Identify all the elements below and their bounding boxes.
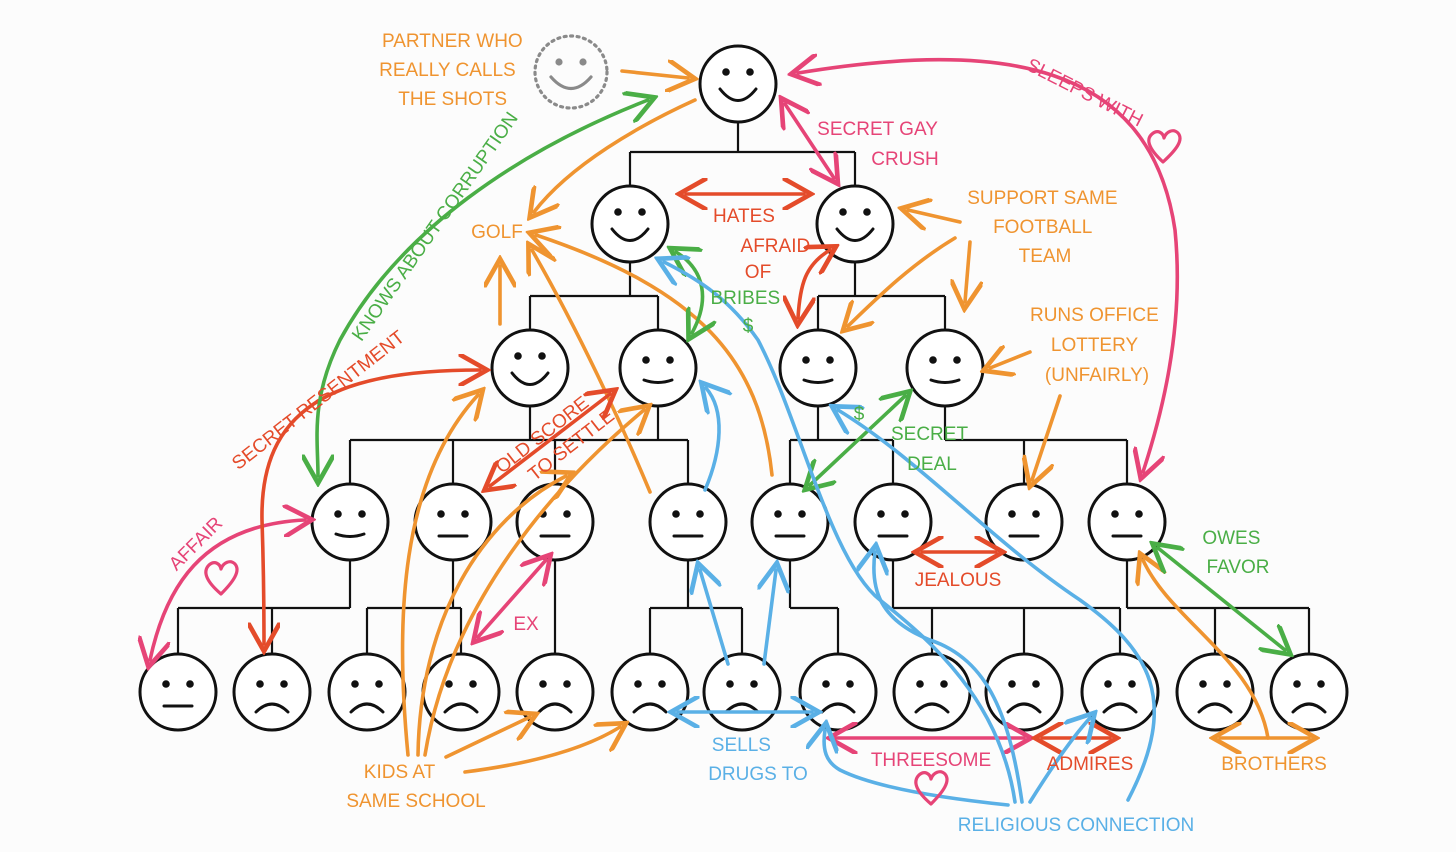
- drugs-arrow-up-1: [700, 570, 730, 666]
- affair-arrow: [150, 520, 305, 660]
- partner-face-icon: [533, 34, 609, 110]
- person-face-icon: [515, 482, 595, 562]
- svg-text:SECRET GAY CRUSH: SECRET GAY CRUSH: [817, 119, 943, 170]
- secret-deal-label-line2: DEAL: [907, 454, 957, 475]
- lottery-label-line2: LOTTERY: [1051, 335, 1139, 356]
- person-face-icon: [421, 652, 501, 732]
- person-face-icon: [232, 652, 312, 732]
- religious-curve-3: [1028, 718, 1090, 804]
- secret-deal-arrow: [810, 396, 905, 485]
- owes-favor-arrow: [1158, 548, 1285, 650]
- afraid-label-line2: OF: [745, 262, 771, 283]
- sleeps-with-arrow: [798, 60, 1180, 472]
- hates-label: HATES: [713, 206, 775, 227]
- drugs-arrow-up-2: [764, 570, 776, 666]
- football-label-line3: TEAM: [1019, 246, 1072, 267]
- heart-icon: [1147, 129, 1182, 164]
- lottery-arrow-1: [990, 352, 1032, 368]
- svg-text:PARTNER WHO REALLY CALLS: PARTNER WHO REALLY CALLS THE SHOTS: [379, 31, 528, 110]
- partner-label-line1: PARTNER WHO: [382, 31, 523, 52]
- svg-text:SUPPORT SAME FOOTBALL: SUPPORT SAME FOOTBALL TEAM: [967, 188, 1123, 267]
- ex-label: EX: [513, 614, 539, 635]
- kids-label-line2: SAME SCHOOL: [346, 791, 485, 812]
- person-face-icon: [138, 652, 218, 732]
- drugs-label-line1: SELLS: [712, 735, 771, 756]
- religious-curve-2: [874, 552, 1024, 804]
- person-face-icon: [892, 652, 972, 732]
- jealous-label: JEALOUS: [915, 570, 1002, 591]
- partner-label-line2: REALLY CALLS: [379, 60, 516, 81]
- gay-crush-label-line2: CRUSH: [871, 149, 939, 170]
- religious-curve-1: [664, 262, 1017, 804]
- svg-text:SECRET DEAL: SECRET DEAL: [891, 424, 973, 475]
- person-face-icon: [698, 44, 778, 124]
- secret-deal-label-line1: SECRET: [891, 424, 968, 445]
- svg-text:RUNS OFFICE LOTTERY: RUNS OFFICE LOTTERY (UNFAIRLY): [1030, 305, 1164, 386]
- svg-text:KIDS AT SAME SCHOOL: KIDS AT SAME SCHOOL: [346, 762, 485, 812]
- bribes-label: BRIBES: [711, 288, 781, 309]
- person-face-icon: [984, 482, 1064, 562]
- hearts: [204, 129, 1182, 806]
- kids-arrow-5: [463, 727, 620, 774]
- person-face-icon: [1269, 652, 1349, 732]
- dollar-label-2: $: [854, 404, 865, 425]
- person-face-icon: [310, 482, 390, 562]
- bribes-arrow: [676, 252, 703, 333]
- drugs-label-line2: DRUGS TO: [708, 764, 808, 785]
- org-tree-lines: [176, 122, 1311, 664]
- lottery-label-line1: RUNS OFFICE: [1030, 305, 1159, 326]
- person-face-icon: [618, 328, 698, 408]
- person-face-icon: [778, 328, 858, 408]
- person-face-icon: [702, 652, 782, 732]
- heart-icon: [914, 770, 949, 806]
- knows-corruption-arrow: [317, 100, 648, 476]
- golf-label: GOLF: [471, 222, 523, 243]
- secret-gay-crush-arrow: [785, 104, 834, 178]
- person-face-icon: [490, 328, 570, 408]
- religious-label: RELIGIOUS CONNECTION: [958, 815, 1194, 836]
- svg-text:SELLS DRUGS TO: SELLS DRUGS TO: [708, 735, 808, 785]
- football-label-line1: SUPPORT SAME: [967, 188, 1117, 209]
- brothers-label: BROTHERS: [1221, 754, 1327, 775]
- person-face-icon: [610, 652, 690, 732]
- person-face-icon: [648, 482, 728, 562]
- person-face-icon: [1080, 652, 1160, 732]
- svg-text:AFRAID OF: AFRAID OF: [741, 236, 816, 283]
- svg-text:OWES FAVOR: OWES FAVOR: [1202, 528, 1269, 578]
- partner-label-line3: THE SHOTS: [398, 89, 507, 110]
- blue-relations: [664, 262, 1157, 807]
- person-face-icon: [1087, 482, 1167, 562]
- owes-favor-label-line1: OWES: [1202, 528, 1260, 549]
- afraid-label-line1: AFRAID: [741, 236, 811, 257]
- owes-favor-label-line2: FAVOR: [1207, 557, 1270, 578]
- afraid-arrow: [798, 250, 830, 318]
- kids-label-line1: KIDS AT: [364, 762, 436, 783]
- gay-crush-label-line1: SECRET GAY: [817, 119, 938, 140]
- lottery-label-line3: (UNFAIRLY): [1045, 365, 1149, 386]
- person-face-icon: [984, 652, 1064, 732]
- football-arrow-3: [965, 240, 970, 302]
- football-label-line2: FOOTBALL: [993, 217, 1092, 238]
- drugs-arrow-up-3: [705, 388, 719, 492]
- person-face-icon: [327, 652, 407, 732]
- person-face-icon: [1175, 652, 1255, 732]
- person-face-icon: [590, 184, 670, 264]
- partner-arrow: [620, 71, 688, 78]
- admires-label: ADMIRES: [1047, 754, 1134, 775]
- football-arrow-1: [908, 210, 962, 222]
- dollar-label: $: [743, 316, 754, 337]
- heart-icon: [204, 560, 239, 596]
- person-face-icon: [905, 328, 985, 408]
- lottery-arrow-2: [1032, 394, 1062, 480]
- person-face-icon: [798, 652, 878, 732]
- person-face-icon: [853, 482, 933, 562]
- person-face-icon: [750, 482, 830, 562]
- religious-curve-5: [838, 410, 1157, 802]
- religious-curve-4: [824, 730, 1010, 807]
- svg-text:BRIBES $: BRIBES $: [711, 288, 786, 337]
- kids-arrow-4: [444, 717, 530, 759]
- threesome-label: THREESOME: [871, 750, 991, 771]
- sleeps-with-label: SLEEPS WITH: [1023, 55, 1146, 132]
